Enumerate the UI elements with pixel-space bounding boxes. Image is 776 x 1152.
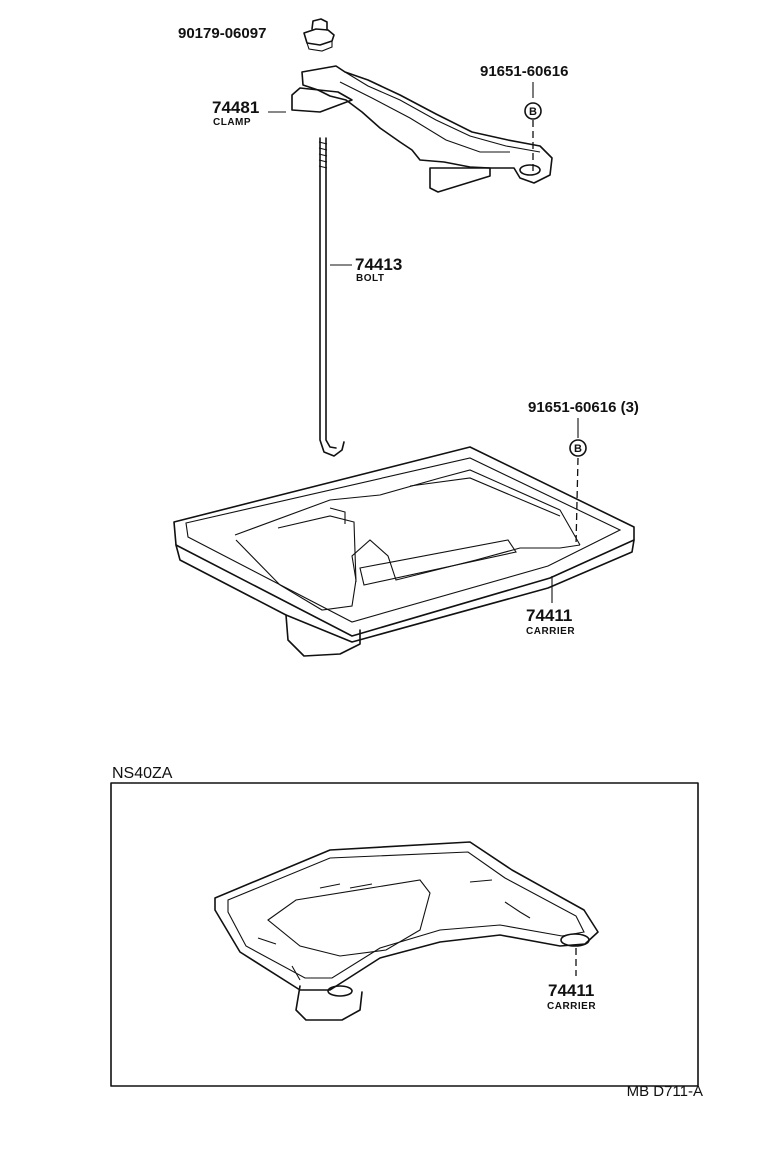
carrier-part-number: 74411 [526, 606, 572, 625]
bolt-part-number: 74413 [355, 255, 402, 274]
carrier-bolt-part-number: 91651-60616 (3) [528, 399, 639, 416]
bolt-part-name: BOLT [356, 273, 384, 284]
variant-label: NS40ZA [112, 765, 173, 782]
clamp-part-number: 74481 [212, 98, 259, 117]
nut-illustration [303, 18, 335, 52]
top-bolt-part-number: 91651-60616 [480, 63, 568, 80]
variant-frame [110, 782, 699, 1087]
bolt-illustration [318, 137, 345, 457]
carrier-bolt-dashed-line [575, 457, 579, 546]
variant-carrier-part-number: 74411 [548, 981, 594, 1000]
carrier-tray-illustration [173, 446, 635, 657]
variant-carrier-illustration [214, 841, 599, 1021]
variant-carrier-part-name: CARRIER [547, 1001, 596, 1012]
carrier-part-name: CARRIER [526, 626, 575, 637]
carrier-bolt-marker: B [574, 443, 582, 455]
figure-code: MB D711-A [627, 1083, 703, 1100]
clamp-illustration [291, 65, 553, 193]
top-bolt-marker-circle [524, 102, 542, 120]
top-bolt-marker: B [529, 106, 537, 118]
clamp-part-name: CLAMP [213, 117, 251, 128]
nut-part-number: 90179-06097 [178, 25, 266, 42]
carrier-bolt-marker-circle [569, 439, 587, 457]
